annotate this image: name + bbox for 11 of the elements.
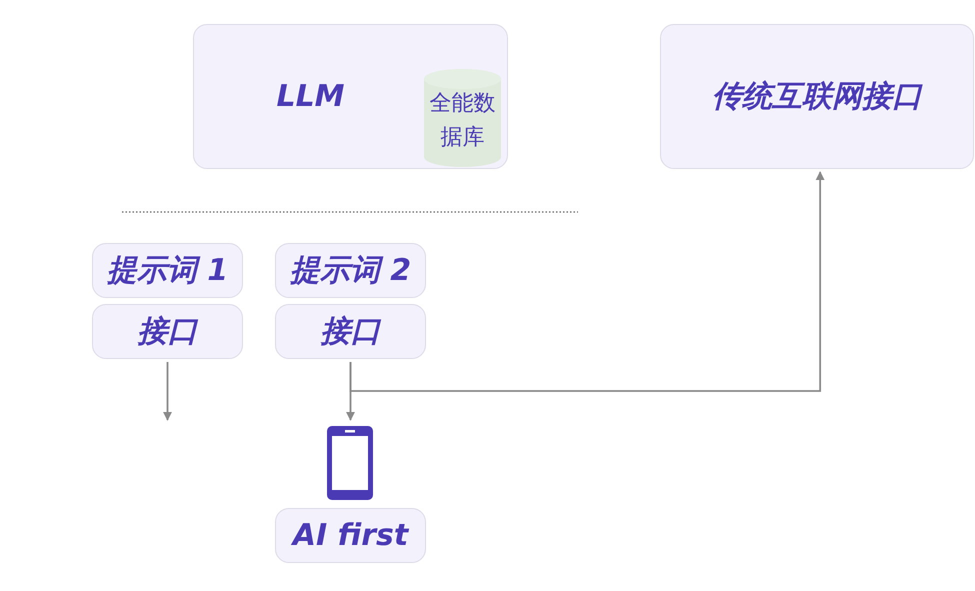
prompt-box: 提示词 1 <box>92 243 243 298</box>
result-box: AI first <box>275 508 426 563</box>
interface-box: 传统互联网接口 <box>660 24 974 169</box>
arrow <box>350 171 825 392</box>
prompt-box: 提示词 2 <box>275 243 426 298</box>
arrow <box>163 362 172 421</box>
model-box: LLM 全能数据库 <box>193 24 508 169</box>
interface-box: 接口 <box>275 304 426 359</box>
interface-box: 接口 <box>92 304 243 359</box>
phone-icon <box>325 424 375 502</box>
database-cylinder: 全能数据库 <box>424 69 501 167</box>
